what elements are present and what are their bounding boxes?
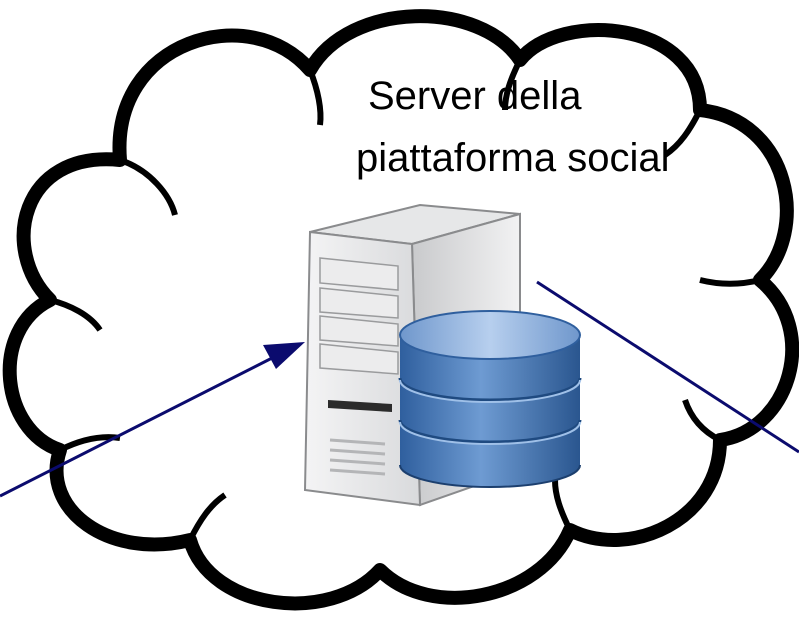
incoming-arrow (0, 342, 305, 498)
arrowhead-icon (263, 342, 305, 369)
database-cylinder-icon (398, 310, 582, 488)
outgoing-line (536, 280, 799, 454)
cloud-label-line-1: Server della (368, 74, 582, 118)
cloud-label-line-2: piattaforma social (356, 136, 670, 180)
